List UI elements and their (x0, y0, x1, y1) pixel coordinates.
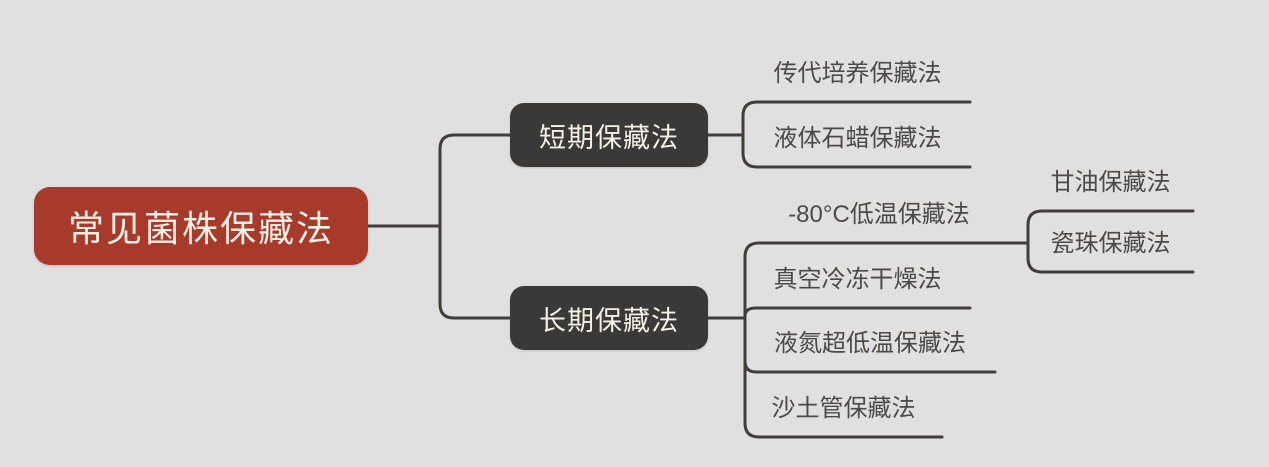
connector-to-sand-tube (743, 316, 944, 439)
leaf-minus-80c-low-temp-preservation[interactable]: -80°C低温保藏法 (788, 201, 970, 228)
leaf-liquid-nitrogen-ultra-low-temp-preservation[interactable]: 液氮超低温保藏法 (774, 330, 966, 357)
topic-short-term-preservation[interactable]: 短期保藏法 (510, 103, 708, 167)
leaf-liquid-paraffin-preservation[interactable]: 液体石蜡保藏法 (773, 125, 942, 152)
leaf-sand-tube-preservation[interactable]: 沙土管保藏法 (771, 395, 916, 422)
topic-long-term-preservation[interactable]: 长期保藏法 (510, 286, 708, 350)
connector-to-vacuum-freeze-drying (743, 306, 972, 320)
leaf-subculture-preservation[interactable]: 传代培养保藏法 (773, 60, 942, 87)
connector-root-to-long-term (438, 224, 512, 320)
connector-to-liquid-paraffin (741, 133, 972, 169)
leaf-porcelain-bead-preservation[interactable]: 瓷珠保藏法 (1050, 230, 1171, 257)
connector-to-glycerol (1026, 209, 1195, 245)
root-topic[interactable]: 常见菌株保藏法 (34, 187, 368, 265)
leaf-glycerol-preservation[interactable]: 甘油保藏法 (1050, 169, 1171, 196)
connector-to-subculture (741, 100, 972, 137)
connector-root-to-short-term (438, 133, 512, 228)
connector-to-minus-80c (743, 241, 1015, 320)
connector-to-porcelain-bead (1026, 241, 1195, 274)
leaf-vacuum-freeze-drying[interactable]: 真空冷冻干燥法 (773, 266, 942, 293)
